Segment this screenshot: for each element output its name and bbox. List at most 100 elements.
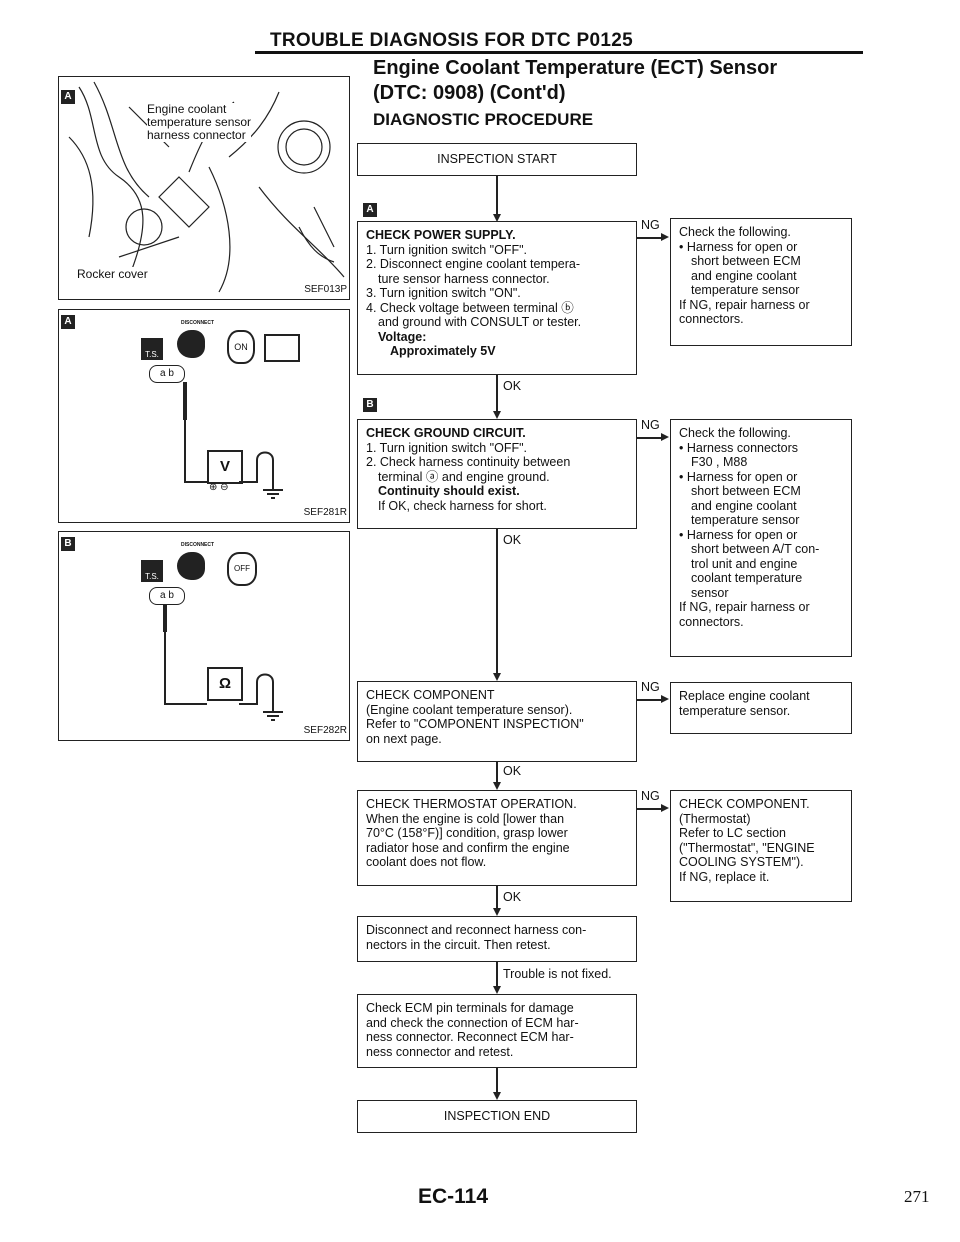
figure-callout: Engine coolant temperature sensor harnes…	[147, 102, 252, 142]
arrow-right	[661, 695, 669, 703]
ng-line-text: short between ECM	[691, 254, 801, 268]
ng-line-text: temperature sensor	[691, 283, 800, 297]
step-f-line: ness connector and retest.	[366, 1044, 514, 1059]
connector-terminals: a b	[149, 365, 185, 383]
arrow-down	[493, 673, 501, 681]
ng-line-text: Replace engine coolant	[679, 689, 810, 703]
step-e-line: nectors in the circuit. Then retest.	[366, 937, 551, 952]
ng-line-text: and engine coolant	[691, 268, 797, 283]
voltage-value: Approximately 5V	[390, 344, 496, 358]
section-title: Engine Coolant Temperature (ECT) Sensor …	[373, 56, 777, 106]
ng-line	[637, 808, 661, 810]
ng-line-text: sensor	[691, 585, 729, 600]
callout-line-1: Engine coolant	[147, 102, 227, 116]
step-a-line: 3. Turn ignition switch "ON".	[366, 286, 521, 300]
engine-icon	[264, 334, 300, 362]
figure-code: SEF281R	[303, 507, 347, 518]
voltage-circuit	[183, 382, 283, 499]
ng-line-text: connectors.	[679, 614, 744, 629]
step-e-line: Disconnect and reconnect harness con-	[366, 923, 587, 937]
not-fixed-label: Trouble is not fixed.	[503, 967, 612, 981]
ng-line-text: • Harness for open or	[679, 469, 798, 484]
step-f-box: Check ECM pin terminals for damage and c…	[357, 994, 637, 1068]
arrow-down	[493, 908, 501, 916]
ng-line-text: If NG, replace it.	[679, 869, 770, 884]
ng-line-text: Check the following.	[679, 426, 791, 440]
ng-label: NG	[641, 789, 660, 803]
ng-line	[637, 699, 661, 701]
voltage-label: Voltage:	[378, 329, 427, 344]
step-c-line: Refer to "COMPONENT INSPECTION"	[366, 717, 584, 731]
ng-line-text: short between ECM	[691, 484, 801, 498]
arrow-down	[493, 411, 501, 419]
ng-label: NG	[641, 218, 660, 232]
step-b-tag: B	[363, 398, 377, 412]
disconnect-label: DISCONNECT	[181, 320, 215, 326]
step-c-line: CHECK COMPONENT	[366, 688, 495, 702]
step-d-line: radiator hose and confirm the engine	[366, 840, 570, 855]
figure-tag-b: B	[61, 537, 75, 551]
step-d-line: 70°C (158°F)] condition, grasp lower	[366, 826, 568, 840]
ng-line-text: CHECK COMPONENT.	[679, 797, 810, 811]
ng-line-text: and engine coolant	[691, 498, 797, 513]
ng-line-text: short between A/T con-	[691, 542, 820, 556]
arrow-right	[661, 804, 669, 812]
arrow-right	[661, 233, 669, 241]
callout-line-3: harness connector	[147, 128, 246, 142]
connector-line	[496, 1068, 498, 1098]
ng-line-text: connectors.	[679, 312, 744, 326]
continuity-label: Continuity should exist.	[378, 484, 520, 498]
ng-line-text: • Harness for open or	[679, 527, 798, 542]
ignition-off-icon: OFF	[227, 552, 257, 586]
section-subtitle: DIAGNOSTIC PROCEDURE	[373, 110, 594, 129]
arrow-down	[493, 214, 501, 222]
step-d-line: When the engine is cold [lower than	[366, 811, 565, 826]
connector-line	[496, 886, 498, 914]
voltmeter-icon: V	[207, 450, 243, 484]
ng-line	[637, 437, 661, 439]
header-rule	[255, 51, 863, 54]
arrow-down	[493, 986, 501, 994]
step-d-line: coolant does not flow.	[366, 855, 487, 869]
step-b-line: 1. Turn ignition switch "OFF".	[366, 440, 528, 455]
figure-tag-a: A	[61, 315, 75, 329]
ng-line-text: • Harness for open or	[679, 239, 798, 254]
figure-code: SEF282R	[303, 725, 347, 736]
connector-line	[496, 375, 498, 417]
ng-line-text: ("Thermostat", "ENGINE	[679, 840, 815, 855]
figure-voltage-check: A T.S. DISCONNECT ON a b V ⊕ ⊖ SEF281R	[58, 309, 350, 523]
step-a-line: and ground with CONSULT or tester.	[378, 315, 582, 329]
connector-line	[496, 962, 498, 992]
step-c-box: CHECK COMPONENT (Engine coolant temperat…	[357, 681, 637, 762]
step-b-title: CHECK GROUND CIRCUIT.	[366, 426, 526, 440]
connector-codes: F30 , M88	[691, 455, 748, 469]
ng-line-text: (Thermostat)	[679, 811, 751, 826]
ok-label: OK	[503, 533, 522, 547]
step-b-ng-box: Check the following. • Harness connector…	[670, 419, 852, 657]
ok-label: OK	[503, 890, 522, 904]
meter-polarity: ⊕ ⊖	[209, 482, 229, 493]
figure-engine-bay: A Engine coolant temperature sensor harn…	[58, 76, 350, 300]
step-d-line: CHECK THERMOSTAT OPERATION.	[366, 797, 577, 811]
connector-line	[496, 762, 498, 788]
figure-code: SEF013P	[304, 284, 347, 295]
page-number: 271	[904, 1187, 930, 1206]
ng-line-text: temperature sensor.	[679, 703, 791, 718]
step-b-line: 2. Check harness continuity between	[366, 455, 571, 469]
step-f-line: Check ECM pin terminals for damage	[366, 1001, 574, 1015]
ignition-on-icon: ON	[227, 330, 255, 364]
ng-line-text: temperature sensor	[691, 513, 800, 527]
step-a-box: CHECK POWER SUPPLY. 1. Turn ignition swi…	[357, 221, 637, 375]
step-e-box: Disconnect and reconnect harness con- ne…	[357, 916, 637, 962]
ng-line-text: COOLING SYSTEM").	[679, 855, 804, 869]
step-a-line: 1. Turn ignition switch "OFF".	[366, 242, 528, 257]
ng-line-text: coolant temperature	[691, 571, 803, 585]
step-f-line: and check the connection of ECM har-	[366, 1015, 579, 1030]
step-a-line: 4. Check voltage between terminal ⓑ	[366, 300, 574, 315]
section-title-line2: (DTC: 0908) (Cont'd)	[373, 82, 566, 104]
connector-line	[496, 529, 498, 679]
ok-label: OK	[503, 764, 522, 778]
ohmmeter-icon: Ω	[207, 667, 243, 701]
ng-line-text: Check the following.	[679, 225, 791, 239]
ng-label: NG	[641, 418, 660, 432]
